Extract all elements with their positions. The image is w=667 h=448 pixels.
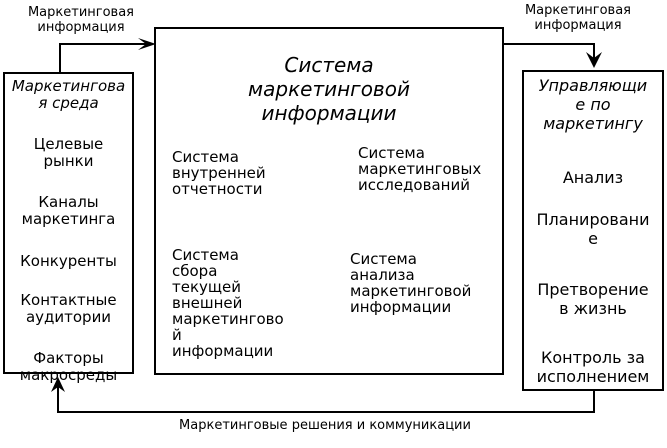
- marketing-environment-box: Маркетингова я среда Целевые рынки Канал…: [3, 72, 134, 384]
- marketing-managers-box: Управляющи е по маркетингу Анализ Планир…: [522, 70, 664, 391]
- subsystem-internal-reports: Система внутренней отчетности: [172, 148, 266, 198]
- flow-env-to-system: [59, 43, 150, 72]
- flow-system-to-managers: [503, 43, 595, 62]
- label-marketing-info-left: Маркетинговая информация: [27, 5, 135, 35]
- marketing-info-system-box: Система маркетинговой информации Система…: [154, 27, 504, 375]
- flow-managers-to-env: [57, 382, 595, 413]
- env-item-marketing-channels: Каналы маркетинга: [21, 193, 116, 228]
- env-item-macro-factors: Факторы макросреды: [19, 349, 118, 384]
- marketing-environment-title: Маркетингова я среда: [11, 77, 126, 112]
- env-item-competitors: Конкуренты: [20, 252, 117, 270]
- arrowhead-managers-to-env: [51, 377, 65, 392]
- arrowhead-env-to-system: [138, 38, 156, 50]
- env-item-target-markets: Целевые рынки: [33, 135, 104, 170]
- system-title: Система маркетинговой информации: [248, 53, 410, 125]
- label-decisions-communications: Маркетинговые решения и коммуникации: [179, 418, 471, 433]
- manager-item-implementation: Претворение в жизнь: [537, 280, 649, 318]
- manager-item-analysis: Анализ: [562, 168, 624, 187]
- env-item-audiences: Контактные аудитории: [20, 291, 117, 326]
- subsystem-marketing-research: Система маркетинговых исследований: [358, 144, 482, 194]
- managers-title: Управляющи е по маркетингу: [538, 76, 648, 133]
- arrowhead-system-to-managers: [586, 52, 602, 68]
- label-marketing-info-right: Маркетинговая информация: [524, 3, 632, 33]
- subsystem-analysis: Система анализа маркетинговой информации: [350, 250, 472, 316]
- manager-item-planning: Планировани е: [536, 210, 650, 248]
- subsystem-intelligence: Система сбора текущей внешней маркетинго…: [172, 246, 284, 360]
- manager-item-control: Контроль за исполнением: [536, 348, 650, 386]
